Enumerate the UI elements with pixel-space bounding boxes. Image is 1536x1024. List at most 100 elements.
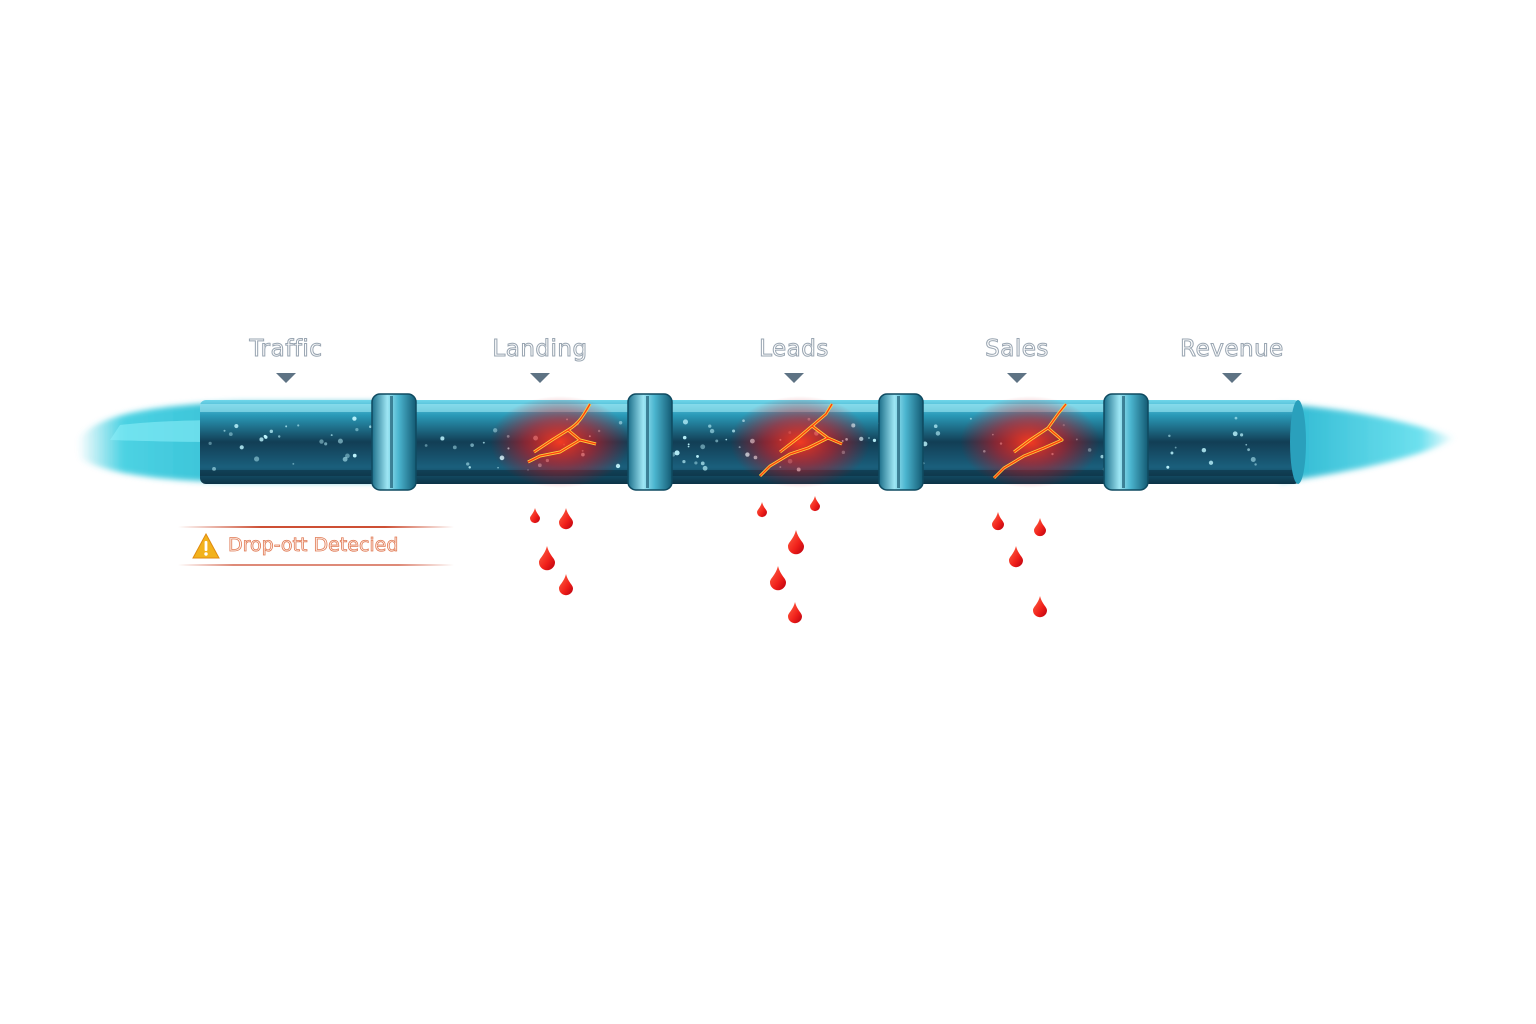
- water-bubble: [1170, 451, 1174, 455]
- water-bubble: [725, 438, 728, 441]
- stage-label-revenue: Revenue: [1180, 336, 1284, 363]
- water-bubble: [355, 428, 359, 432]
- leak-drop: [1034, 518, 1046, 537]
- drop-off-alert: Drop-ott Detecied: [178, 526, 454, 566]
- water-bubble: [468, 466, 471, 469]
- water-bubble: [234, 423, 239, 429]
- leak-drop: [530, 508, 540, 524]
- alert-rule-bottom: [178, 564, 454, 566]
- water-bubble: [497, 466, 499, 469]
- water-bubble: [352, 416, 357, 421]
- water-bubble: [682, 419, 689, 425]
- water-bubble: [700, 444, 706, 450]
- water-bubble: [342, 456, 348, 462]
- water-bubble: [319, 439, 324, 444]
- water-bubble: [208, 441, 212, 445]
- leak-drop: [992, 512, 1005, 531]
- leak-drop: [810, 496, 820, 512]
- leak-drop: [788, 602, 803, 624]
- water-bubble: [682, 459, 686, 464]
- water-bubble: [708, 424, 712, 428]
- leak-drop: [559, 574, 573, 596]
- water-bubble: [223, 429, 226, 432]
- water-bubble: [352, 453, 357, 458]
- water-bubble: [715, 439, 719, 443]
- water-bubble: [709, 428, 715, 434]
- water-bubble: [466, 462, 470, 466]
- leak-glow: [960, 396, 1100, 488]
- stage-marker-traffic: [276, 373, 296, 383]
- pipe-crack: [759, 403, 843, 477]
- water-bubble: [269, 429, 274, 434]
- water-bubble: [1232, 431, 1238, 437]
- water-bubble: [694, 461, 698, 465]
- water-bubble: [337, 438, 343, 444]
- pipe-crack: [527, 403, 597, 463]
- water-bubble: [1208, 460, 1214, 465]
- water-bubble: [1245, 443, 1248, 446]
- water-bubble: [482, 441, 485, 444]
- alert-text: Drop-ott Detecied: [228, 534, 399, 557]
- water-bubble: [212, 466, 216, 471]
- leak-drop: [757, 502, 767, 518]
- water-bubble: [424, 444, 428, 447]
- water-bubble: [1254, 463, 1257, 466]
- water-outflow: [1280, 404, 1455, 482]
- stage-marker-leads: [784, 373, 804, 383]
- leak-drop: [559, 508, 573, 530]
- water-bubble: [369, 425, 372, 429]
- leak-drop: [770, 566, 786, 591]
- water-bubble: [259, 437, 264, 442]
- water-bubble: [254, 456, 260, 462]
- leak-drop: [1033, 596, 1047, 618]
- stage-marker-revenue: [1222, 373, 1242, 383]
- water-bubble: [324, 442, 328, 446]
- warning-triangle-icon: [192, 533, 220, 559]
- water-bubble: [292, 462, 295, 465]
- pipe-collar: [627, 393, 673, 491]
- leak-sales: [960, 396, 1100, 618]
- water-bubble: [1240, 433, 1244, 437]
- water-bubble: [239, 445, 244, 450]
- water-bubble: [700, 461, 705, 466]
- stage-label-sales: Sales: [985, 336, 1049, 363]
- water-bubble: [687, 445, 690, 448]
- water-bubble: [1234, 416, 1238, 420]
- water-bubble: [263, 434, 267, 438]
- alert-rule-top: [178, 526, 454, 528]
- leak-glow: [490, 396, 630, 488]
- leak-drop: [539, 546, 555, 571]
- water-bubble: [1168, 434, 1171, 438]
- water-bubble: [1247, 448, 1250, 452]
- stage-label-landing: Landing: [492, 336, 588, 363]
- pipe-crack: [993, 403, 1067, 479]
- water-bubble: [285, 425, 288, 428]
- water-bubble: [872, 438, 877, 443]
- water-bubble: [440, 436, 445, 441]
- water-bubble: [330, 434, 333, 437]
- water-bubble: [687, 443, 690, 446]
- stage-label-leads: Leads: [759, 336, 829, 363]
- leak-drop: [788, 530, 804, 555]
- water-bubble: [1174, 446, 1177, 449]
- water-bubble: [278, 435, 281, 438]
- leak-leads: [730, 396, 870, 624]
- stage-marker-landing: [530, 373, 550, 383]
- stage-label-traffic: Traffic: [249, 336, 323, 363]
- pipe-collar: [878, 393, 924, 491]
- water-bubble: [1250, 457, 1256, 463]
- water-bubble: [1201, 447, 1207, 453]
- water-bubble: [1100, 454, 1104, 459]
- water-bubble: [1166, 465, 1170, 469]
- water-bubble: [452, 445, 457, 450]
- pipe-leaks: [490, 396, 1100, 624]
- pipe-collar: [371, 393, 417, 491]
- water-bubble: [935, 431, 941, 436]
- water-bubble: [702, 465, 708, 471]
- leak-glow: [730, 396, 870, 488]
- water-bubble: [696, 455, 699, 458]
- stage-marker-sales: [1007, 373, 1027, 383]
- water-bubble: [933, 424, 938, 429]
- leak-drop: [1009, 546, 1023, 568]
